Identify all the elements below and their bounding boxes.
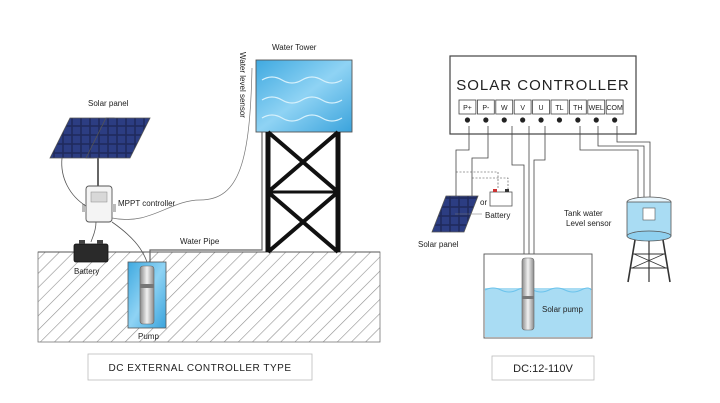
terminal-label: WEL [589, 105, 604, 112]
or-label: or [480, 198, 487, 207]
pump-label: Pump [138, 332, 159, 341]
water-pipe [149, 130, 263, 262]
terminal-cell [550, 99, 569, 115]
terminal-cell [587, 99, 606, 115]
solar-panel-label: Solar panel [88, 99, 129, 108]
terminal-label: TH [573, 105, 582, 112]
battery-label: Battery [74, 267, 99, 276]
terminal-label: TL [555, 105, 563, 112]
solar-pump-icon [521, 257, 535, 331]
right-caption-box [491, 355, 595, 381]
tank-icon [626, 196, 672, 283]
battery-icon [73, 240, 109, 263]
water-pipe-label: Water Pipe [180, 237, 220, 246]
tank-sensor-label-line2: Level sensor [566, 219, 612, 228]
tank-sensor-label-line1: Tank water [564, 209, 603, 218]
water-tower-label: Water Tower [272, 43, 317, 52]
terminal-label: COM [606, 105, 623, 112]
solar-controller-title: SOLAR CONTROLLER [456, 77, 630, 94]
terminal-screw-icon [593, 117, 599, 123]
terminal-screw-icon [612, 117, 618, 123]
solar-panel-icon [49, 117, 151, 186]
pump-tank-water [485, 288, 591, 337]
terminal-screw-icon [501, 117, 507, 123]
mppt-controller-label: MPPT controller [118, 199, 176, 208]
pump-icon [139, 265, 155, 325]
terminal-label: P+ [463, 105, 472, 112]
terminal-cell [532, 99, 550, 115]
terminal-screw-icon [520, 117, 526, 123]
terminal-label: U [539, 105, 544, 112]
terminal-screw-icon [464, 117, 471, 123]
right-battery-label: Battery [485, 211, 510, 220]
terminal-screw-icon [483, 117, 489, 123]
left-diagram: Pump Solar panel MPPT controller Battery [37, 43, 381, 381]
terminal-screw-icon [538, 117, 544, 123]
terminal-screw-icon [556, 117, 563, 123]
right-caption: DC:12-110V [513, 363, 573, 375]
terminal-cell [476, 99, 495, 115]
ground [37, 251, 381, 343]
left-caption: DC EXTERNAL CONTROLLER TYPE [109, 363, 292, 374]
terminal-screw-icon [575, 117, 581, 123]
terminal-cell [458, 99, 477, 115]
right-solar-panel-label: Solar panel [418, 240, 459, 249]
terminal-label: W [501, 105, 508, 112]
water-tower-icon [255, 59, 353, 254]
terminal-cell [569, 99, 587, 115]
right-battery-icon [489, 189, 513, 207]
terminal-cell [605, 99, 624, 115]
solar-controller-box [449, 55, 637, 135]
terminal-label: V [520, 105, 525, 112]
terminal-label: P- [482, 105, 490, 112]
water-level-sensor-label: Water level sensor [238, 52, 247, 118]
terminal-cell [495, 99, 514, 115]
terminal-cell [513, 99, 532, 115]
solar-pump-label: Solar pump [542, 305, 583, 314]
mppt-controller-icon [82, 185, 116, 223]
left-caption-box [87, 353, 313, 381]
right-solar-panel-icon [431, 195, 482, 233]
